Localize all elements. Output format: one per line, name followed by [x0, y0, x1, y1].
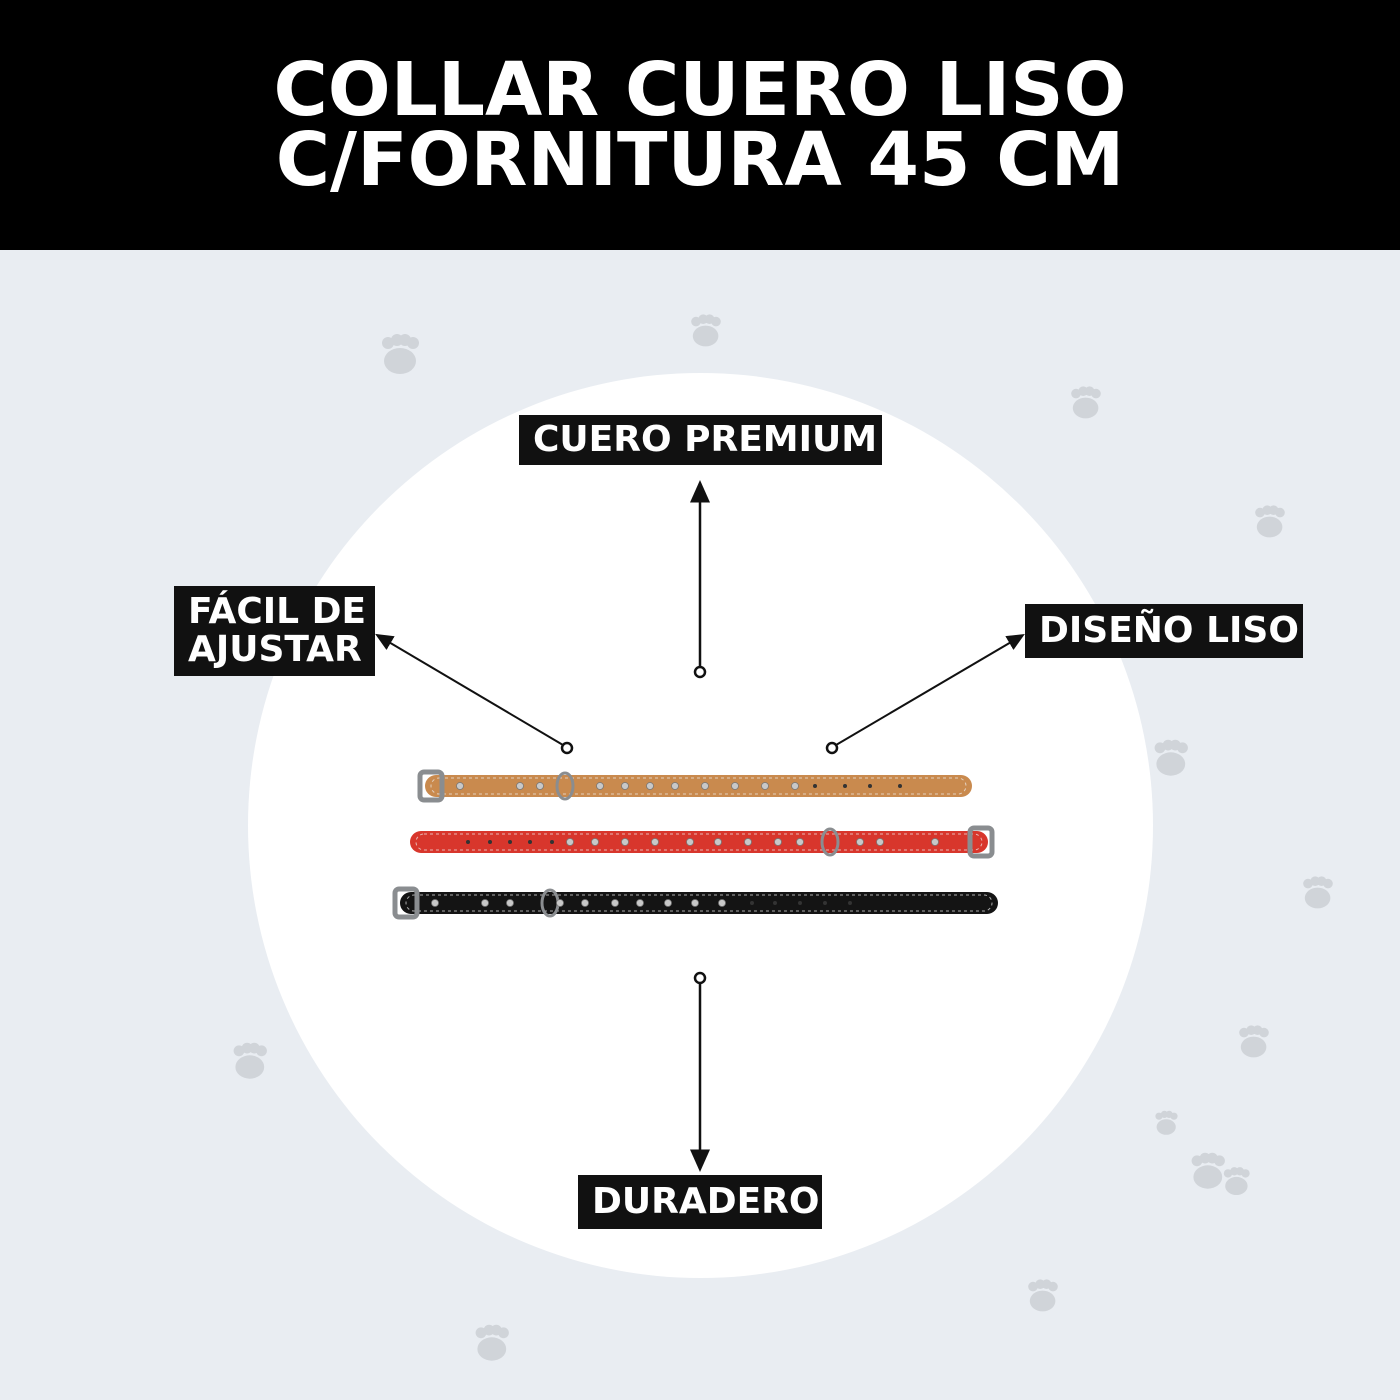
- adjust-hole: [868, 784, 872, 788]
- rivet: [791, 782, 799, 790]
- collar-stitching: [405, 894, 993, 912]
- rivet: [671, 782, 679, 790]
- adjust-hole: [813, 784, 817, 788]
- d-ring: [820, 827, 840, 857]
- rivet: [761, 782, 769, 790]
- callout-arrows: [375, 480, 1025, 1172]
- arrow-diseno-liso: [835, 633, 1025, 746]
- rivet: [621, 838, 629, 846]
- rivet: [556, 899, 564, 907]
- rivet: [566, 838, 574, 846]
- anchor-dot-bottom: [693, 971, 707, 985]
- adjust-hole: [750, 901, 754, 905]
- anchor-dot-top: [693, 665, 707, 679]
- paw-print-icon: [688, 312, 723, 351]
- buckle: [417, 769, 445, 803]
- adjust-hole: [550, 840, 554, 844]
- rivet: [611, 899, 619, 907]
- label-diseno-liso: DISEÑO LISO: [1025, 604, 1303, 658]
- label-text-line-2: AJUSTAR: [188, 629, 362, 670]
- paw-print-icon: [1153, 1109, 1179, 1139]
- buckle: [392, 886, 420, 920]
- collar-stitching: [430, 777, 967, 795]
- paw-print-icon: [472, 1322, 512, 1366]
- label-text: DURADERO: [592, 1181, 820, 1222]
- product-title: COLLAR CUERO LISO C/FORNITURA 45 CM: [273, 47, 1127, 203]
- adjust-hole: [773, 901, 777, 905]
- rivet: [664, 899, 672, 907]
- adjust-hole: [798, 901, 802, 905]
- label-text-line-1: FÁCIL DE: [188, 591, 367, 632]
- adjust-hole: [488, 840, 492, 844]
- anchor-dot-left: [560, 741, 574, 755]
- rivet: [456, 782, 464, 790]
- adjust-hole: [528, 840, 532, 844]
- label-text: DISEÑO LISO: [1039, 610, 1299, 651]
- collar-red: [410, 831, 988, 853]
- anchor-dot-right: [825, 741, 839, 755]
- label-duradero: DURADERO: [578, 1175, 822, 1229]
- adjust-hole: [898, 784, 902, 788]
- paw-print-icon: [230, 1040, 270, 1084]
- rivet: [481, 899, 489, 907]
- paw-print-icon: [1151, 737, 1191, 781]
- paw-print-icon: [1236, 1023, 1271, 1062]
- title-line-1: COLLAR CUERO LISO: [273, 47, 1127, 133]
- rivet: [686, 838, 694, 846]
- adjust-hole: [466, 840, 470, 844]
- title-banner: COLLAR CUERO LISO C/FORNITURA 45 CM: [0, 0, 1400, 250]
- rivet: [876, 838, 884, 846]
- paw-print-icon: [1252, 503, 1287, 542]
- rivet: [621, 782, 629, 790]
- rivet: [651, 838, 659, 846]
- rivet: [701, 782, 709, 790]
- rivet: [536, 782, 544, 790]
- paw-print-icon: [1025, 1277, 1060, 1316]
- rivet: [431, 899, 439, 907]
- rivet: [731, 782, 739, 790]
- collar-tan: [425, 775, 972, 797]
- adjust-hole: [823, 901, 827, 905]
- paw-print-icon: [1188, 1150, 1228, 1194]
- rivet: [636, 899, 644, 907]
- buckle: [967, 825, 995, 859]
- adjust-hole: [508, 840, 512, 844]
- rivet: [796, 838, 804, 846]
- paw-print-icon: [1221, 1165, 1252, 1200]
- rivet: [591, 838, 599, 846]
- rivet: [596, 782, 604, 790]
- collar-black: [400, 892, 998, 914]
- rivet: [718, 899, 726, 907]
- d-ring: [555, 771, 575, 801]
- rivet: [506, 899, 514, 907]
- adjust-hole: [843, 784, 847, 788]
- arrow-facil-ajustar: [375, 633, 564, 746]
- label-facil-de-ajustar: FÁCIL DE AJUSTAR: [174, 586, 375, 676]
- paw-print-icon: [1068, 384, 1103, 423]
- rivet: [581, 899, 589, 907]
- paw-print-icon: [378, 331, 422, 379]
- rivet: [856, 838, 864, 846]
- rivet: [691, 899, 699, 907]
- rivet: [744, 838, 752, 846]
- rivet: [646, 782, 654, 790]
- label-text: CUERO PREMIUM: [533, 419, 878, 460]
- rivet: [516, 782, 524, 790]
- rivet: [714, 838, 722, 846]
- paw-print-icon: [1300, 874, 1335, 913]
- adjust-hole: [848, 901, 852, 905]
- rivet: [931, 838, 939, 846]
- label-cuero-premium: CUERO PREMIUM: [519, 415, 882, 465]
- title-line-2: C/FORNITURA 45 CM: [275, 117, 1125, 203]
- rivet: [774, 838, 782, 846]
